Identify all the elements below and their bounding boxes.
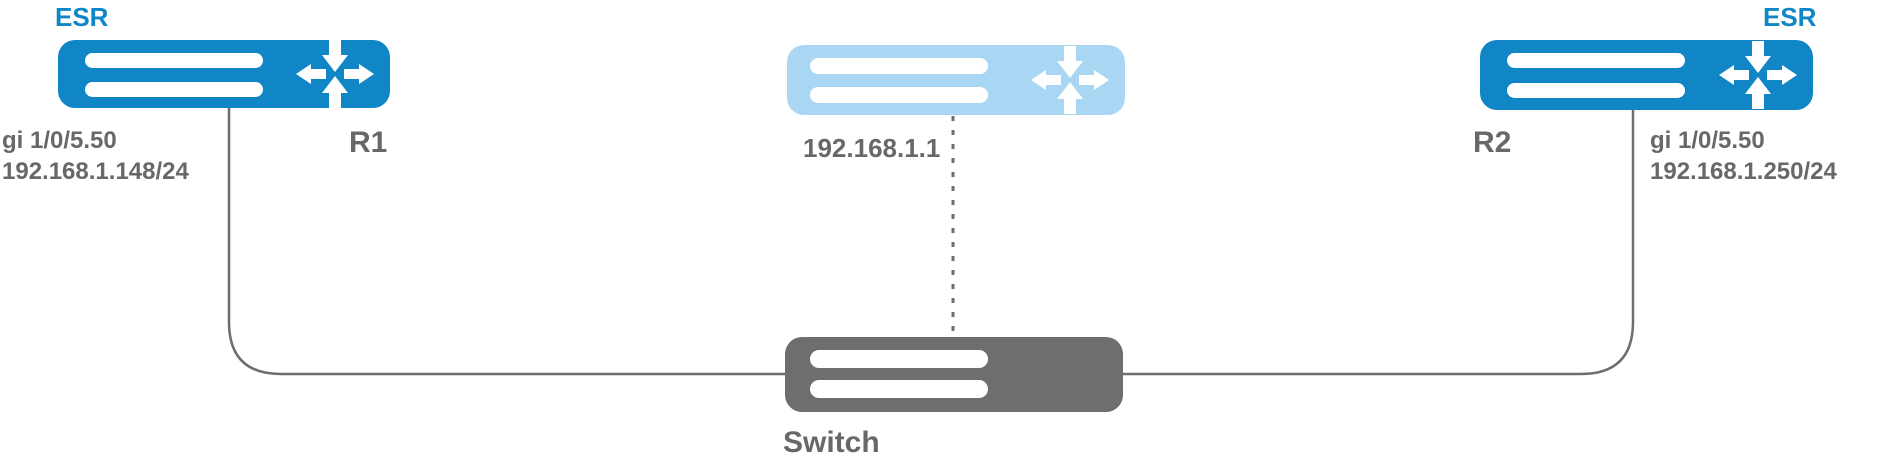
r1-vendor-label: ESR	[55, 2, 109, 32]
virtual-router	[787, 45, 1125, 115]
router-slot	[1507, 83, 1685, 98]
crossed-arrows-icon	[1719, 41, 1797, 109]
router-r2	[1480, 40, 1813, 110]
switch-slot	[810, 350, 988, 368]
r1-ip-address: 192.168.1.148/24	[2, 158, 189, 185]
router-slot	[85, 53, 263, 68]
switch-name-label: Switch	[783, 426, 880, 459]
router-r1	[58, 40, 390, 108]
switch	[785, 337, 1123, 412]
switch-slot	[810, 380, 988, 398]
crossed-arrows-icon	[296, 40, 374, 108]
r2-name-label: R2	[1473, 126, 1512, 159]
r1-interface-label: gi 1/0/5.50 192.168.1.148/24	[2, 125, 189, 187]
crossed-arrows-icon	[1031, 46, 1109, 114]
r1-name-label: R1	[349, 126, 388, 159]
router-slot	[810, 87, 988, 103]
r2-interface-label: gi 1/0/5.50 192.168.1.250/24	[1650, 125, 1837, 187]
link-r2-to-switch	[1118, 110, 1635, 376]
r2-interface: gi 1/0/5.50	[1650, 127, 1765, 154]
router-slot	[1507, 53, 1685, 68]
router-slot	[85, 82, 263, 97]
virtual-router-ip-label: 192.168.1.1	[803, 133, 941, 163]
link-r1-to-switch	[227, 108, 792, 376]
r2-vendor-label: ESR	[1763, 2, 1817, 32]
router-slot	[810, 58, 988, 74]
r1-interface: gi 1/0/5.50	[2, 127, 117, 154]
r2-ip-address: 192.168.1.250/24	[1650, 158, 1837, 185]
